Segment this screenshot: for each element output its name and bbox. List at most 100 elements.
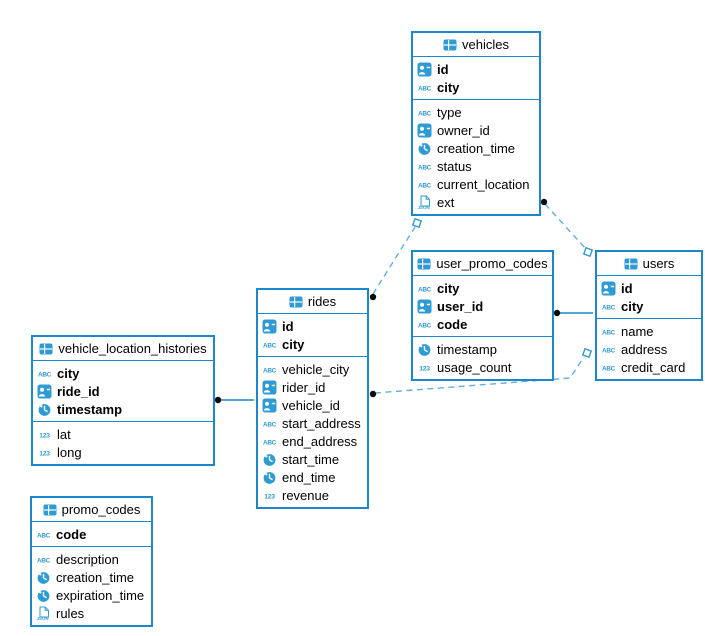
column-row[interactable]: vehicle_id xyxy=(258,396,367,414)
relationship-dot-marker xyxy=(540,198,548,206)
primary-key-section: ABC code xyxy=(32,522,151,547)
column-row[interactable]: end_time xyxy=(258,468,367,486)
id-badge-icon xyxy=(262,380,277,395)
primary-key-column-row[interactable]: user_id xyxy=(413,297,552,315)
column-name: address xyxy=(621,341,668,357)
relationship-dot-marker xyxy=(369,293,377,301)
primary-key-column-row[interactable]: id xyxy=(258,317,367,335)
column-name: ext xyxy=(437,194,455,210)
column-row[interactable]: ABC description xyxy=(32,550,151,568)
column-row[interactable]: start_time xyxy=(258,450,367,468)
primary-key-column-row[interactable]: timestamp xyxy=(33,400,213,418)
clock-icon xyxy=(417,342,432,357)
column-name: rider_id xyxy=(282,379,326,395)
column-row[interactable]: expiration_time xyxy=(32,586,151,604)
column-name: lat xyxy=(57,426,71,442)
primary-key-column-row[interactable]: ride_id xyxy=(33,382,213,400)
text-abc-icon: ABC xyxy=(417,177,432,192)
relationship-vehicles-to-users[interactable] xyxy=(540,198,594,258)
svg-text:ABC: ABC xyxy=(418,85,432,92)
id-badge-icon xyxy=(262,319,277,334)
column-name: id xyxy=(437,61,449,77)
id-badge-icon xyxy=(417,299,432,314)
text-abc-icon: ABC xyxy=(262,434,277,449)
relationship-vehicle_location_histories-to-rides[interactable] xyxy=(214,396,254,404)
text-abc-icon: ABC xyxy=(601,342,616,357)
column-row[interactable]: timestamp xyxy=(413,340,552,358)
column-row[interactable]: creation_time xyxy=(413,139,539,157)
table-header[interactable]: rides xyxy=(258,290,367,314)
table-header[interactable]: user_promo_codes xyxy=(413,252,552,276)
column-name: owner_id xyxy=(437,122,490,138)
table-header[interactable]: vehicle_location_histories xyxy=(33,337,213,361)
table-name: vehicles xyxy=(462,37,509,52)
primary-key-column-row[interactable]: ABC city xyxy=(413,279,552,297)
column-row[interactable]: ABC address xyxy=(597,340,701,358)
primary-key-column-row[interactable]: ABC code xyxy=(32,525,151,543)
column-name: creation_time xyxy=(437,140,516,156)
relationship-user_promo_codes-to-users[interactable] xyxy=(553,309,593,317)
table-promo_codes[interactable]: promo_codes ABC code ABC description creat… xyxy=(30,496,153,627)
relationship-square-marker xyxy=(582,246,594,258)
svg-text:ABC: ABC xyxy=(418,286,432,293)
primary-key-column-row[interactable]: id xyxy=(413,60,539,78)
relationship-rides-to-vehicles[interactable] xyxy=(369,217,423,301)
table-header[interactable]: vehicles xyxy=(413,33,539,57)
text-abc-icon: ABC xyxy=(262,337,277,352)
column-row[interactable]: rider_id xyxy=(258,378,367,396)
column-name: code xyxy=(56,526,87,542)
relationship-rides-to-users[interactable] xyxy=(369,347,593,398)
clock-icon xyxy=(37,402,52,417)
column-name: description xyxy=(56,551,119,567)
svg-text:ABC: ABC xyxy=(37,557,51,564)
svg-text:ABC: ABC xyxy=(37,532,51,539)
id-badge-icon xyxy=(417,62,432,77)
column-name: vehicle_city xyxy=(282,361,350,377)
table-header[interactable]: promo_codes xyxy=(32,498,151,522)
column-row[interactable]: creation_time xyxy=(32,568,151,586)
table-grid-icon xyxy=(417,258,431,270)
table-grid-icon xyxy=(289,296,303,308)
column-row[interactable]: owner_id xyxy=(413,121,539,139)
column-name: city xyxy=(437,280,460,296)
table-name: promo_codes xyxy=(61,502,141,517)
primary-key-column-row[interactable]: id xyxy=(597,279,701,297)
column-name: expiration_time xyxy=(56,587,145,603)
svg-text:ABC: ABC xyxy=(263,421,277,428)
clock-icon xyxy=(36,570,51,585)
column-name: city xyxy=(57,365,80,381)
text-abc-icon: ABC xyxy=(417,80,432,95)
column-name: start_time xyxy=(282,451,340,467)
svg-text:123: 123 xyxy=(264,493,275,500)
table-header[interactable]: users xyxy=(597,252,701,276)
